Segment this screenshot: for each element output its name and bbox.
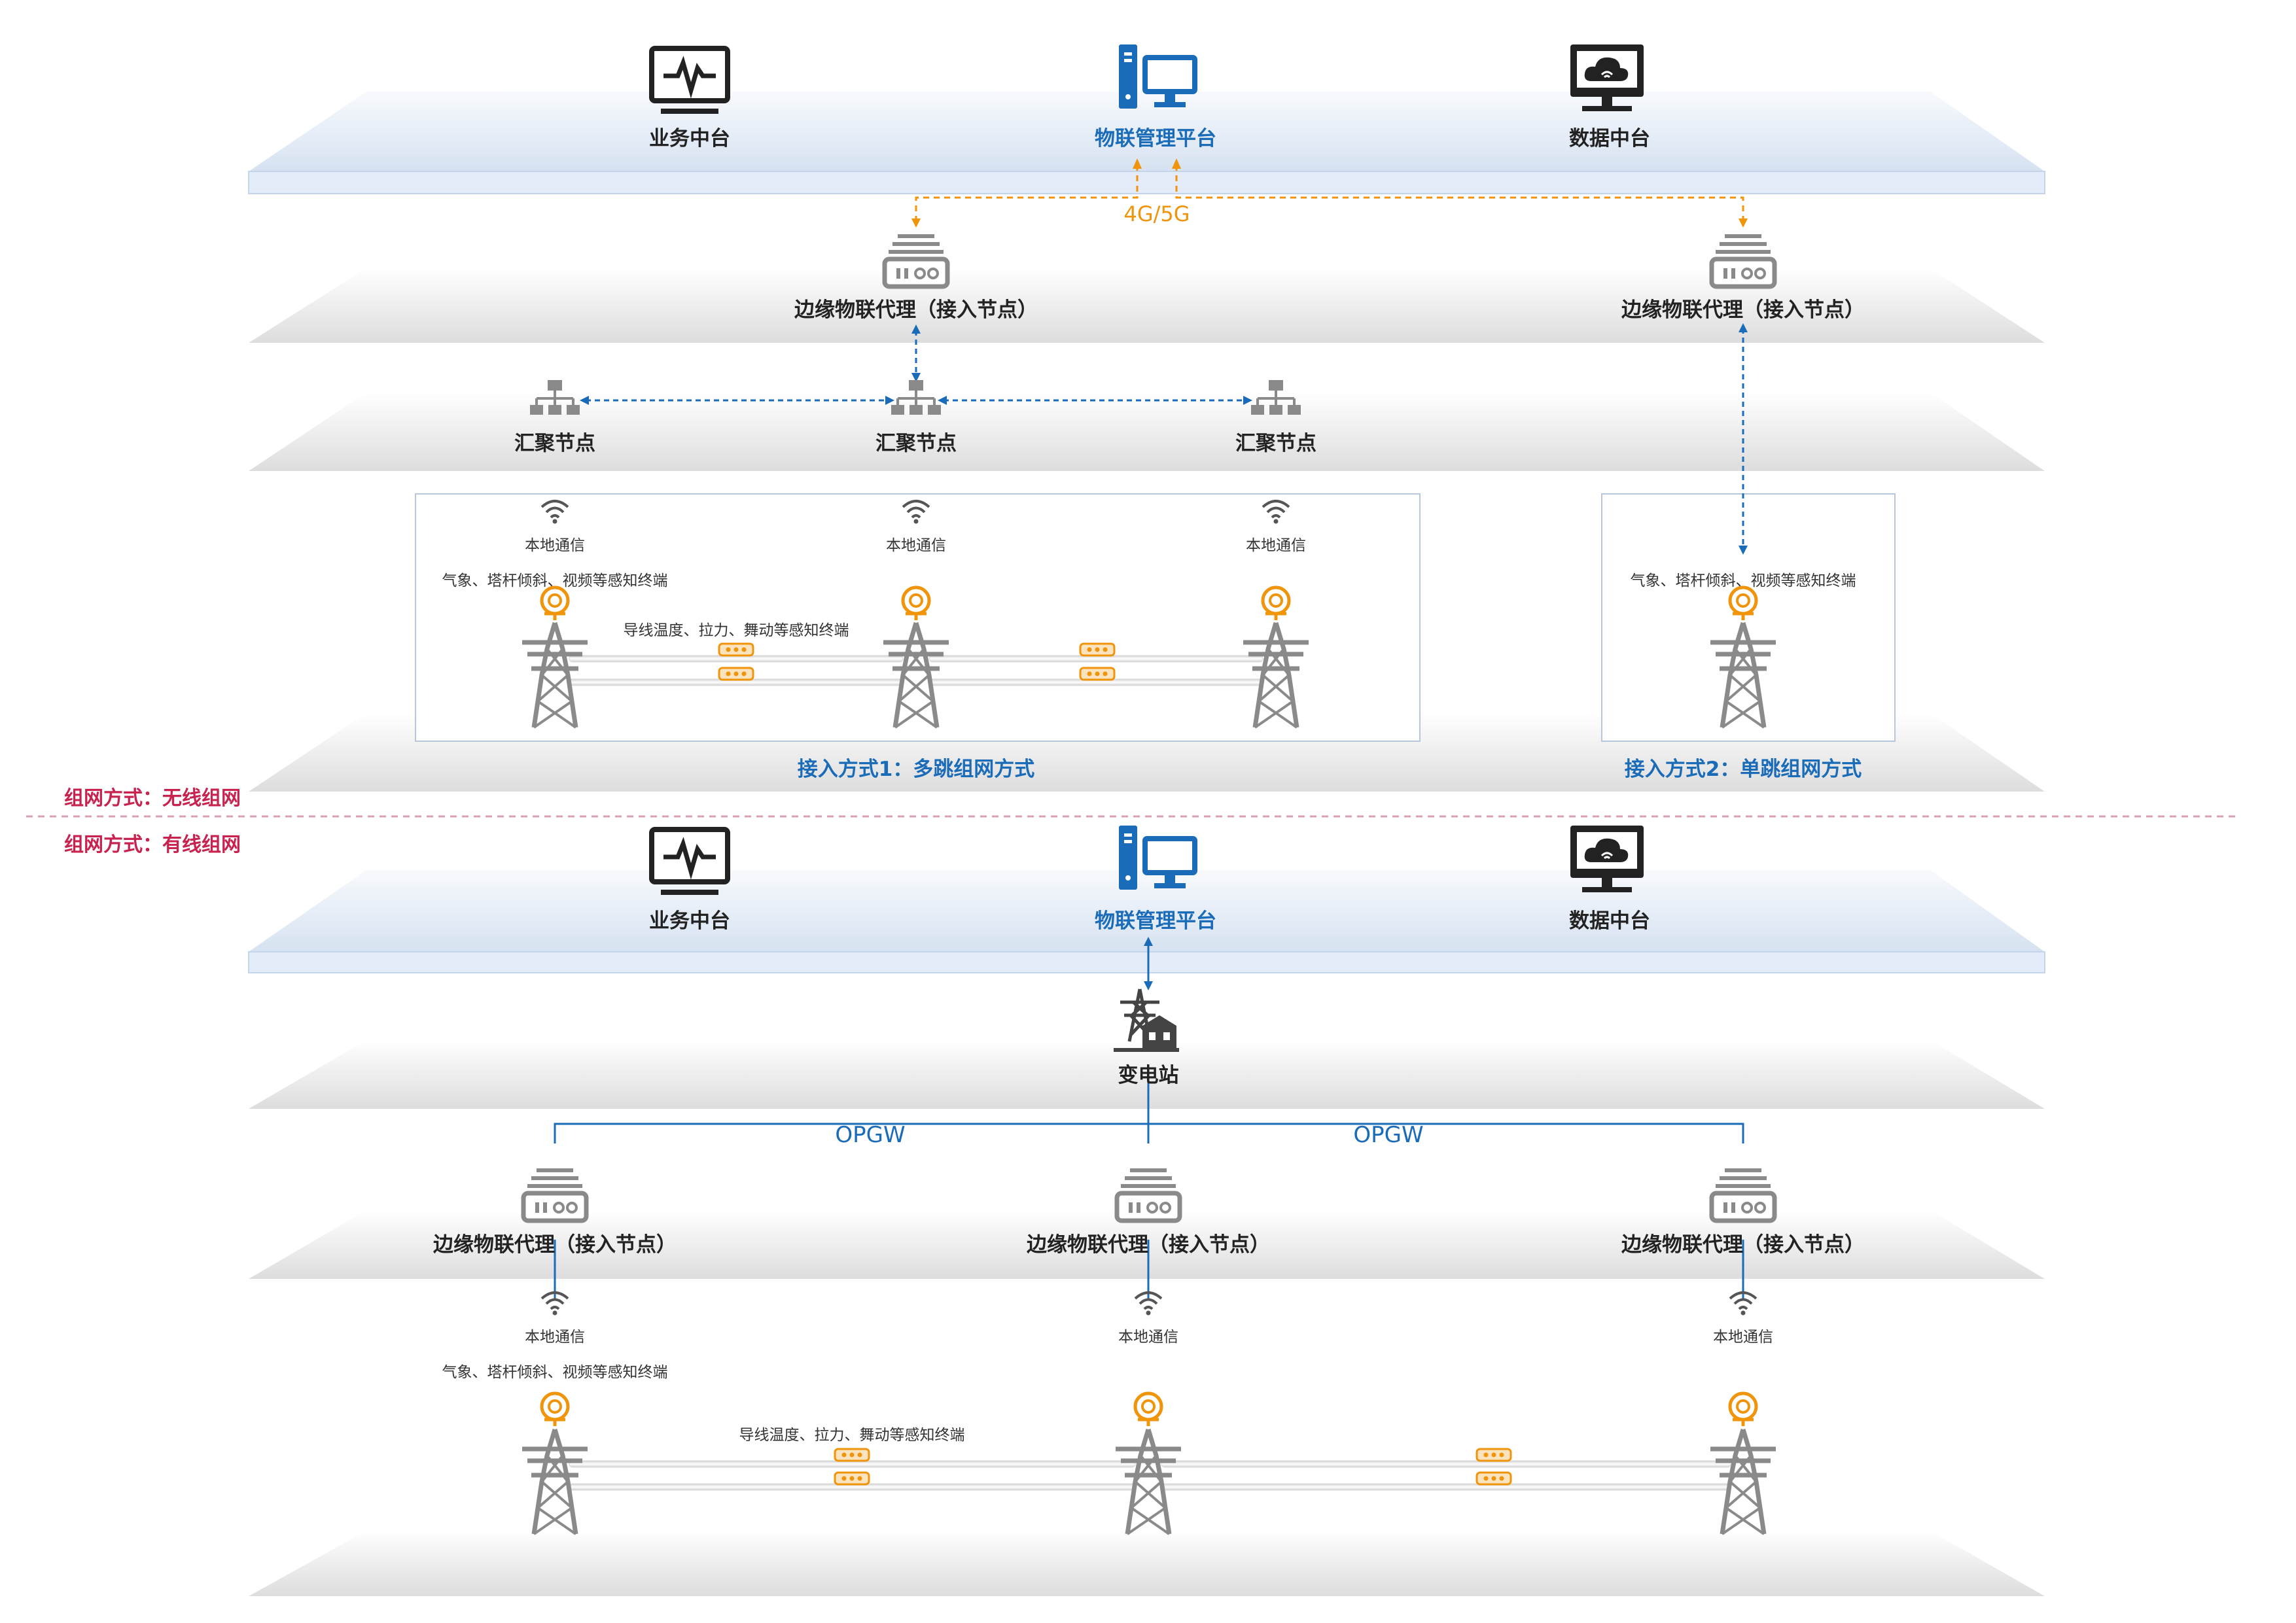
local-comm-label: 本地通信 [525, 1329, 585, 1346]
power-line [1161, 1460, 1731, 1468]
monitor-pulse-icon [652, 48, 728, 111]
single-hop-panel [1601, 493, 1896, 742]
line-sensing-label: 导线温度、拉力、舞动等感知终端 [623, 622, 849, 639]
arrow-head [911, 218, 921, 228]
edge-agent-label-left: 边缘物联代理（接入节点） [794, 298, 1038, 322]
tower-icon [1116, 1429, 1181, 1534]
camera-icon [1730, 587, 1756, 620]
local-comm-label: 本地通信 [1246, 537, 1306, 554]
line-sensor-icon [1079, 642, 1116, 657]
data-platform-label: 数据中台 [1569, 127, 1650, 150]
business-platform-label: 业务中台 [649, 909, 730, 933]
edge-device-icon [1117, 1168, 1180, 1221]
data-platform-label: 数据中台 [1569, 909, 1650, 933]
network-node-icon [890, 379, 942, 416]
line-sensor-icon [834, 1448, 870, 1462]
local-comm-label: 本地通信 [1713, 1329, 1773, 1346]
network-node-icon [1250, 379, 1302, 416]
layer-aggregation [249, 393, 2045, 471]
power-line [1161, 1483, 1731, 1491]
layer-edge-top [249, 268, 2045, 343]
link-4g5g-right [1175, 165, 1744, 222]
arrow-head [885, 396, 894, 405]
camera-icon [903, 587, 929, 620]
arrow-head [1172, 158, 1181, 169]
camera-icon [1730, 1393, 1756, 1426]
camera-icon [1263, 587, 1289, 620]
wireless-links [580, 158, 1748, 555]
arrow-head [1739, 218, 1748, 228]
layer-platform-top-edge [248, 171, 2045, 194]
opgw-label-left: OPGW [835, 1122, 906, 1148]
arrow-head [938, 396, 947, 405]
line-sensor-icon [1079, 667, 1116, 681]
mode-label-wireless: 组网方式：无线组网 [64, 787, 241, 810]
sensing-terminal-label-left: 气象、塔杆倾斜、视频等感知终端 [442, 572, 668, 589]
network-node-icon [529, 379, 581, 416]
edge-device-icon [885, 234, 947, 287]
camera-icon [542, 587, 568, 620]
business-platform-label: 业务中台 [649, 127, 730, 150]
opgw-label-right: OPGW [1353, 1122, 1424, 1148]
iot-platform-label: 物联管理平台 [1095, 127, 1216, 150]
camera-icon [542, 1393, 568, 1426]
access-mode-1-caption: 接入方式1：多跳组网方式 [797, 758, 1035, 781]
edge-device-icon [523, 1168, 586, 1221]
aggregation-node-label-left: 汇聚节点 [514, 432, 595, 455]
local-comm-label: 本地通信 [1118, 1329, 1178, 1346]
line-sensor-icon [834, 1471, 870, 1486]
link-4g5g-left [915, 165, 1139, 222]
line-sensor-icon [718, 642, 754, 657]
tower-icon [1710, 1429, 1776, 1534]
camera-icon [1135, 1393, 1161, 1426]
edge-agent-label-right: 边缘物联代理（接入节点） [1621, 1233, 1865, 1257]
line-sensor-icon [718, 667, 754, 681]
edge-device-icon [1712, 234, 1775, 287]
substation-label: 变电站 [1118, 1064, 1179, 1087]
sensing-terminal-label: 气象、塔杆倾斜、视频等感知终端 [442, 1364, 668, 1381]
arrow-head [911, 324, 921, 334]
local-comm-label: 本地通信 [525, 537, 585, 554]
local-comm-label: 本地通信 [886, 537, 946, 554]
arrow-head [1144, 981, 1153, 990]
arrow-head [1243, 396, 1252, 405]
arrow-head [1739, 323, 1748, 332]
access-mode-2-caption: 接入方式2：单跳组网方式 [1624, 758, 1862, 781]
link-4g5g-label: 4G/5G [1123, 201, 1190, 226]
layers [248, 92, 2045, 1596]
monitor-pulse-icon [652, 829, 728, 892]
aggregation-node-label-right: 汇聚节点 [1235, 432, 1316, 455]
layer-platform-bottom-edge [248, 951, 2045, 973]
arrow-head [580, 396, 589, 405]
iot-platform-label: 物联管理平台 [1095, 909, 1216, 933]
layer-terminal-bottom [249, 1531, 2045, 1596]
arrow-head [1133, 158, 1142, 169]
aggregation-node-label-mid: 汇聚节点 [875, 432, 957, 455]
mode-label-wired: 组网方式：有线组网 [64, 833, 241, 856]
edge-agent-label-mid: 边缘物联代理（接入节点） [1027, 1233, 1270, 1257]
arrow-head [911, 373, 921, 382]
line-sensing-label: 导线温度、拉力、舞动等感知终端 [739, 1427, 965, 1444]
layer-edge-bottom [249, 1210, 2045, 1279]
wired-links [554, 937, 1744, 1299]
line-sensor-icon [1475, 1471, 1512, 1486]
line-sensor-icon [1475, 1448, 1512, 1462]
sensing-terminal-label-right: 气象、塔杆倾斜、视频等感知终端 [1630, 572, 1856, 589]
arrow-head [1144, 937, 1153, 946]
layer-substation [249, 1040, 2045, 1109]
tower-icon [522, 1429, 588, 1534]
arrow-head [1739, 546, 1748, 555]
edge-agent-label-right: 边缘物联代理（接入节点） [1621, 298, 1865, 322]
edge-agent-label-left: 边缘物联代理（接入节点） [433, 1233, 677, 1257]
edge-device-icon [1712, 1168, 1775, 1221]
